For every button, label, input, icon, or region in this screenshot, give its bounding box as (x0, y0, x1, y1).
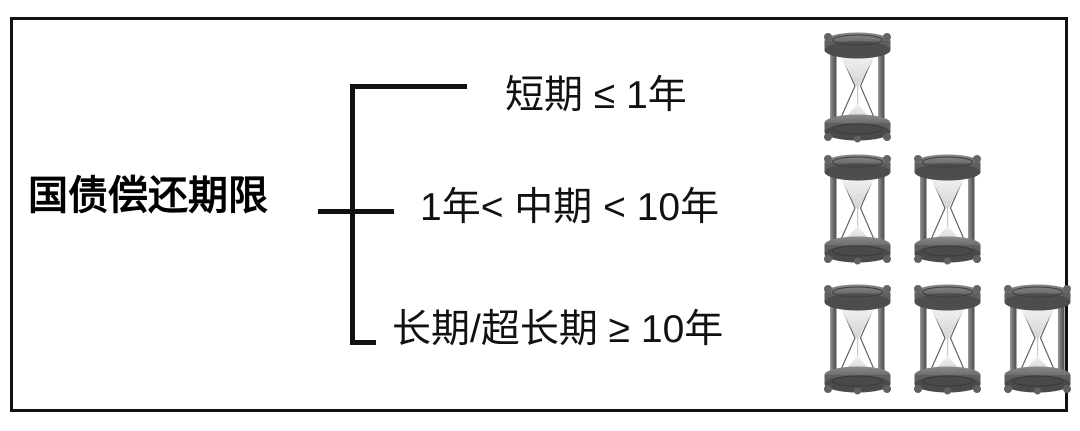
hourglass-icon (824, 284, 891, 395)
hourglass-group-medium-term (819, 150, 986, 265)
hourglass-icon (914, 154, 981, 265)
root-label: 国债偿还期限 (28, 174, 268, 218)
bracket-vertical (350, 84, 355, 345)
bracket-arm-middle (350, 209, 394, 214)
diagram-frame (10, 17, 1068, 412)
branch-label-long-term: 长期/超长期 ≥ 10年 (392, 308, 724, 351)
hourglass-group-long-term (819, 280, 1076, 395)
hourglass-icon (1004, 284, 1071, 395)
hourglass-group-short-term (819, 28, 896, 143)
hourglass-icon (824, 32, 891, 143)
branch-label-medium-term: 1年< 中期 < 10年 (420, 186, 720, 229)
hourglass-icon (824, 154, 891, 265)
bracket-arm-bottom (350, 340, 376, 345)
bracket-arm-top (350, 84, 467, 89)
branch-label-short-term: 短期 ≤ 1年 (505, 74, 687, 117)
hourglass-icon (914, 284, 981, 395)
